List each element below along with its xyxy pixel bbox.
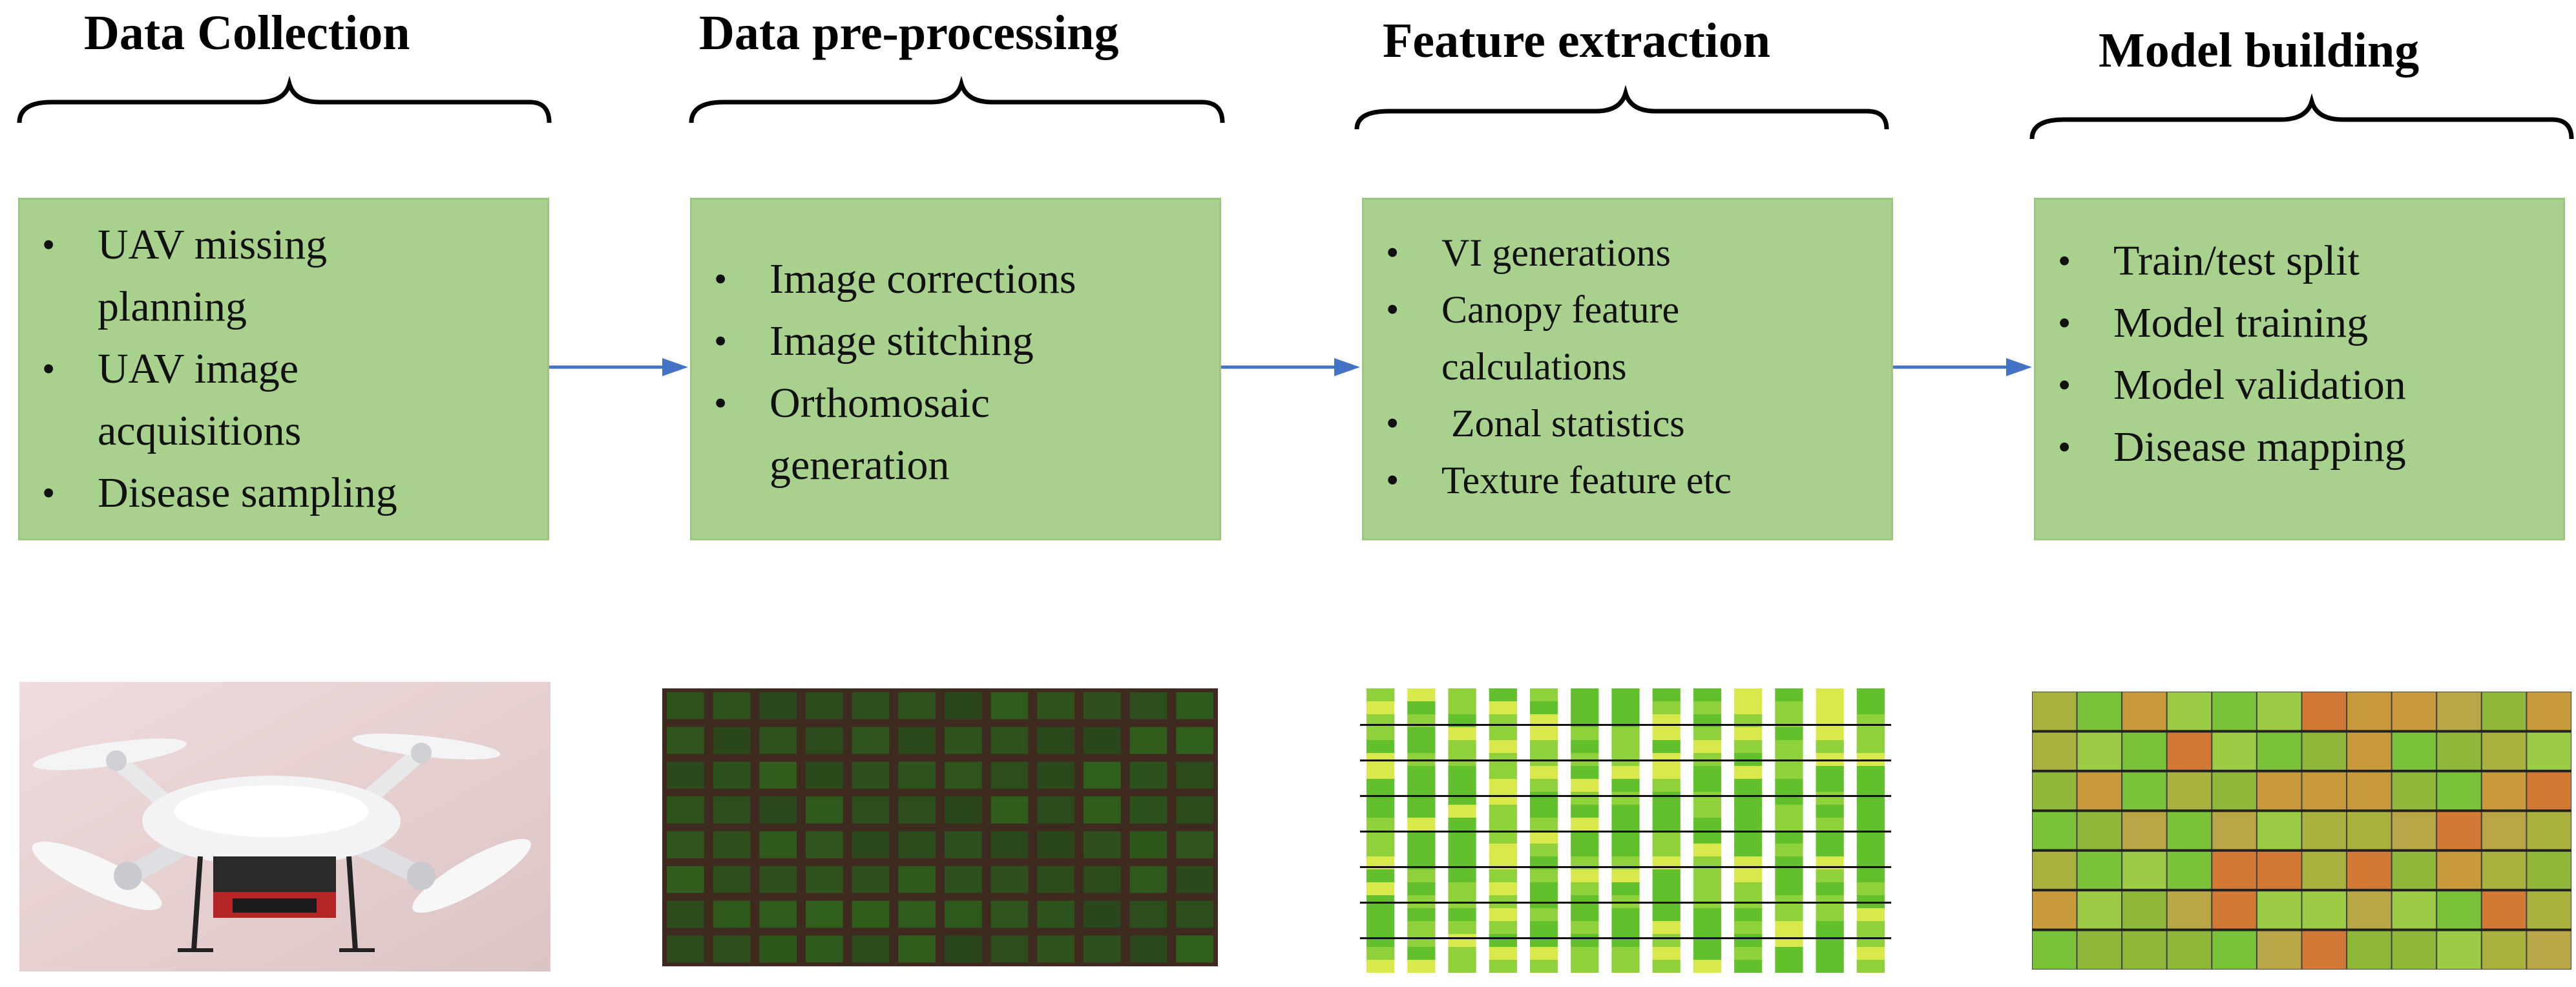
stage-2-item-label: Image stitching <box>770 317 1034 365</box>
stage-3-item: • Texture feature etc <box>1364 452 1891 509</box>
stage-4-brace <box>2029 93 2574 140</box>
bullet-icon: • <box>2058 426 2071 468</box>
stage-4-item: • Model training <box>2036 292 2563 354</box>
bullet-icon: • <box>1386 288 1399 330</box>
stage-1-box: • UAV missing planning • UAV image acquisi… <box>18 198 549 540</box>
vegetation-index-map <box>1360 688 1891 973</box>
bullet-icon: • <box>2058 240 2071 282</box>
stage-4-item-label: Disease mapping <box>2113 423 2406 471</box>
stage-3-item-label: VI generations <box>1441 231 1671 274</box>
stage-2-item-label: Image corrections <box>770 255 1076 302</box>
stage-4-title: Model building <box>2099 23 2420 78</box>
stage-2-item: • Orthomosaic generation <box>692 372 1219 496</box>
stage-2-brace <box>689 76 1225 123</box>
stage-1-item: • UAV missing planning <box>20 214 547 338</box>
bullet-icon: • <box>2058 364 2071 406</box>
stage-2-item: • Image corrections <box>692 248 1219 310</box>
stage-3-title: Feature extraction <box>1383 14 1771 68</box>
bullet-icon: • <box>1386 231 1399 273</box>
stage-1-item-label: UAV image acquisitions <box>98 345 302 454</box>
bullet-icon: • <box>1386 459 1399 501</box>
stage-3-item-label: Zonal statistics <box>1441 402 1685 445</box>
disease-map <box>2032 692 2571 970</box>
bullet-icon: • <box>42 472 56 514</box>
drone-photo <box>19 682 550 971</box>
stage-1-title: Data Collection <box>84 6 410 60</box>
stage-3-brace <box>1354 85 1889 130</box>
stage-4-item: • Disease mapping <box>2036 416 2563 478</box>
stage-4-box: • Train/test split • Model training • Model… <box>2034 198 2565 540</box>
stage-3-item: • Zonal statistics <box>1364 395 1891 452</box>
stage-4-item-label: Train/test split <box>2113 237 2360 284</box>
stage-1-item-label: UAV missing planning <box>98 221 328 330</box>
stage-1-item-label: Disease sampling <box>98 469 397 516</box>
stage-3-box: • VI generations • Canopy feature calculat… <box>1362 198 1893 540</box>
stage-1-brace <box>17 76 552 123</box>
bullet-icon: • <box>42 348 56 390</box>
stage-4-item: • Model validation <box>2036 354 2563 416</box>
stage-1-item: • Disease sampling <box>20 462 547 524</box>
bullet-icon: • <box>714 258 728 300</box>
stage-2-title: Data pre-processing <box>699 6 1119 60</box>
rgb-orthomosaic <box>662 688 1218 966</box>
stage-3-item: • Canopy feature calculations <box>1364 281 1891 395</box>
stage-2-item-label: Orthomosaic generation <box>770 379 990 489</box>
bullet-icon: • <box>714 382 728 424</box>
stage-3-item-label: Texture feature etc <box>1441 459 1732 502</box>
stage-4-item-label: Model training <box>2113 299 2369 346</box>
bullet-icon: • <box>1386 402 1399 444</box>
stage-4-item: • Train/test split <box>2036 230 2563 292</box>
arrow-2-to-3 <box>1221 358 1360 376</box>
bullet-icon: • <box>2058 302 2071 344</box>
stage-2-item: • Image stitching <box>692 310 1219 372</box>
stage-2-box: • Image corrections • Image stitching • Ort… <box>690 198 1221 540</box>
stage-3-item-label: Canopy feature calculations <box>1441 288 1680 388</box>
arrow-3-to-4 <box>1893 358 2032 376</box>
stage-3-item: • VI generations <box>1364 224 1891 281</box>
stage-4-item-label: Model validation <box>2113 361 2406 409</box>
arrow-1-to-2 <box>549 358 688 376</box>
bullet-icon: • <box>42 224 56 266</box>
stage-1-item: • UAV image acquisitions <box>20 338 547 462</box>
bullet-icon: • <box>714 320 728 362</box>
